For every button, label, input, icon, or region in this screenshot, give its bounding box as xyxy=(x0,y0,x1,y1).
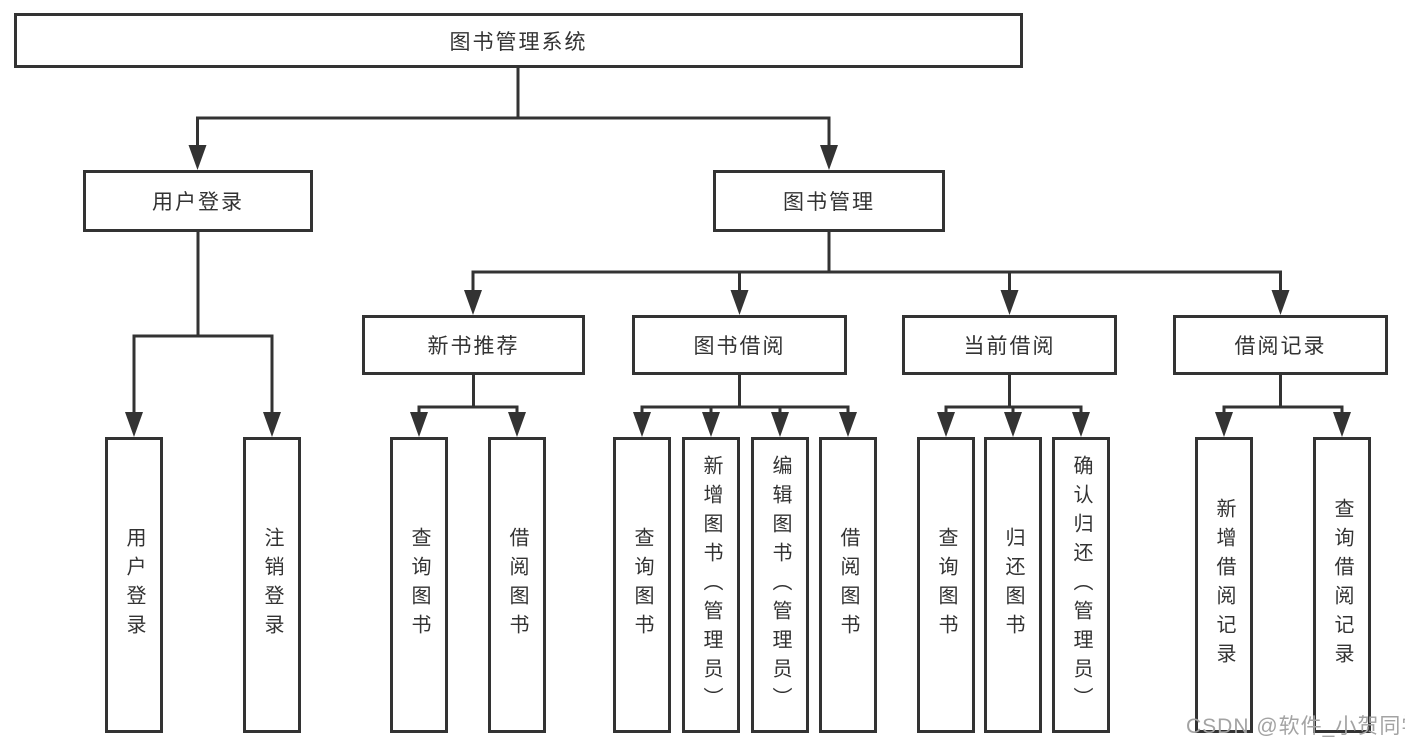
node-new-book-recommend-label: 新书推荐 xyxy=(427,335,520,358)
leaf-logout-label: 注销登录 xyxy=(261,527,283,643)
csdn-watermark: CSDN @软件_小贺同学 xyxy=(1186,715,1405,738)
leaf-logout: 注销登录 xyxy=(243,437,301,733)
node-user-login: 用户登录 xyxy=(83,170,313,232)
node-root: 图书管理系统 xyxy=(14,13,1023,68)
leaf-query-books-borrow-label: 查询图书 xyxy=(631,527,653,643)
leaf-user-login-label: 用户登录 xyxy=(123,527,145,643)
leaf-query-borrow-record: 查询借阅记录 xyxy=(1313,437,1371,733)
leaf-borrow-books-recommend: 借阅图书 xyxy=(488,437,546,733)
leaf-edit-books-admin-label: 编辑图书（管理员） xyxy=(769,454,791,716)
leaf-borrow-books-recommend-label: 借阅图书 xyxy=(506,527,528,643)
leaf-query-books-current: 查询图书 xyxy=(917,437,975,733)
leaf-edit-books-admin: 编辑图书（管理员） xyxy=(751,437,809,733)
leaf-borrow-books-label: 借阅图书 xyxy=(837,527,859,643)
leaf-query-books-current-label: 查询图书 xyxy=(935,527,957,643)
node-book-management: 图书管理 xyxy=(713,170,945,232)
arrowhead-icons xyxy=(125,145,1351,437)
node-book-borrowing: 图书借阅 xyxy=(632,315,847,375)
leaf-confirm-return-admin-label: 确认归还（管理员） xyxy=(1070,454,1092,716)
leaf-add-books-admin-label: 新增图书（管理员） xyxy=(700,454,722,716)
leaf-return-books: 归还图书 xyxy=(984,437,1042,733)
node-book-management-label: 图书管理 xyxy=(783,191,875,214)
leaf-confirm-return-admin: 确认归还（管理员） xyxy=(1052,437,1110,733)
leaf-add-borrow-record: 新增借阅记录 xyxy=(1195,437,1253,733)
leaf-user-login: 用户登录 xyxy=(105,437,163,733)
leaf-return-books-label: 归还图书 xyxy=(1002,527,1024,643)
leaf-borrow-books: 借阅图书 xyxy=(819,437,877,733)
leaf-query-books-borrow: 查询图书 xyxy=(613,437,671,733)
node-user-login-label: 用户登录 xyxy=(152,191,244,214)
node-current-borrowing-label: 当前借阅 xyxy=(963,335,1056,358)
leaf-query-books-recommend-label: 查询图书 xyxy=(408,527,430,643)
node-current-borrowing: 当前借阅 xyxy=(902,315,1117,375)
leaf-query-books-recommend: 查询图书 xyxy=(390,437,448,733)
node-book-borrowing-label: 图书借阅 xyxy=(693,335,786,358)
node-borrowing-records-label: 借阅记录 xyxy=(1234,335,1327,358)
node-borrowing-records: 借阅记录 xyxy=(1173,315,1388,375)
node-new-book-recommend: 新书推荐 xyxy=(362,315,585,375)
leaf-add-books-admin: 新增图书（管理员） xyxy=(682,437,740,733)
node-root-label: 图书管理系统 xyxy=(449,30,588,54)
leaf-query-borrow-record-label: 查询借阅记录 xyxy=(1331,498,1353,672)
leaf-add-borrow-record-label: 新增借阅记录 xyxy=(1213,498,1235,672)
